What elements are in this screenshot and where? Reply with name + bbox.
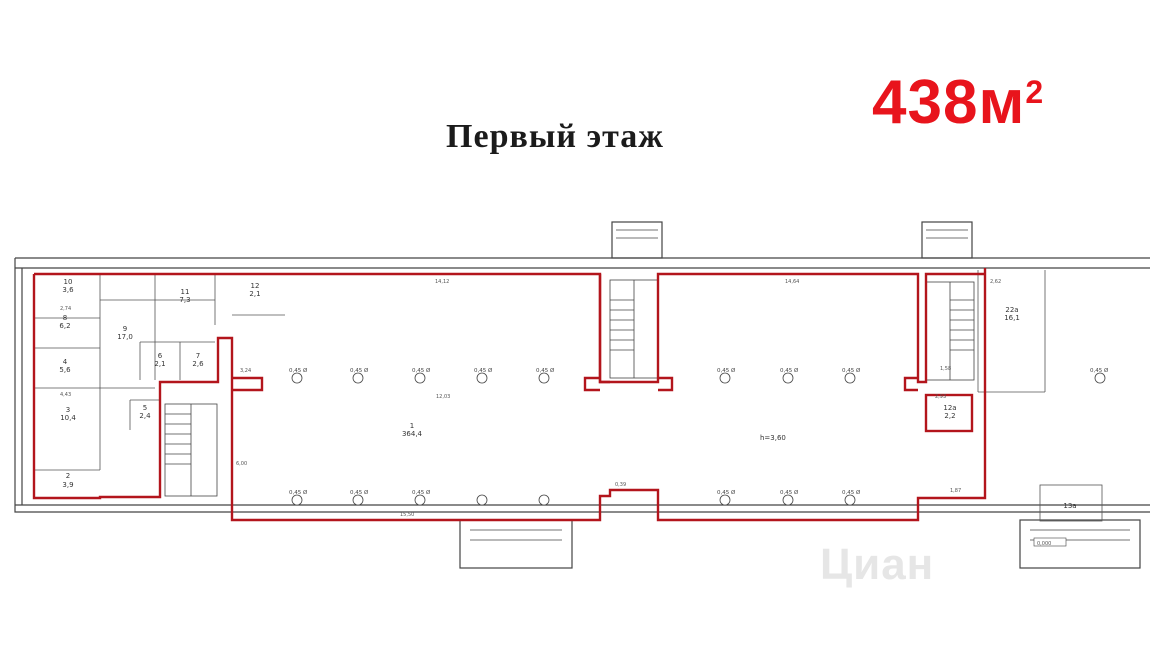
column-marker [844, 494, 856, 506]
room-number: 2 [66, 472, 70, 480]
room-number: 1 [410, 422, 414, 430]
room-area: 2,2 [944, 412, 955, 420]
room-labels: 10 3,6 8 6,2 9 17,0 11 7,3 12 2,1 6 2,1 … [59, 278, 1076, 510]
column-label: 0,45 Ø [1090, 367, 1109, 374]
column-marker [844, 372, 856, 384]
room-number: 6 [158, 352, 163, 360]
leased-area-outline [32, 268, 987, 522]
column-label: 0,45 Ø [474, 367, 493, 374]
column-labels: 0,45 Ø 0,45 Ø 0,45 Ø 0,45 Ø 0,45 Ø 0,45 … [289, 367, 1109, 496]
area-badge: 438м2 [872, 72, 1044, 134]
column-marker [476, 494, 488, 506]
room-number: 7 [196, 352, 200, 360]
dimension: 14,64 [785, 279, 799, 285]
room-number: 5 [143, 404, 147, 412]
room-area: 5,6 [59, 366, 71, 374]
column-label: 0,45 Ø [350, 367, 369, 374]
area-unit: 2 [1025, 74, 1045, 110]
room-number: 9 [123, 325, 127, 333]
dimension: 15,50 [400, 512, 414, 518]
room-area: 3,9 [62, 481, 73, 489]
room-number: 3 [66, 406, 70, 414]
dimension: 2,62 [990, 279, 1001, 285]
room-area: 2,4 [139, 412, 151, 420]
dimension: 2,74 [60, 306, 71, 312]
column-label: 0,45 Ø [780, 489, 799, 496]
room-area: 3,6 [62, 286, 74, 294]
dimension: 14,12 [435, 279, 449, 285]
column-label: 0,45 Ø [289, 367, 308, 374]
column-marker [414, 494, 426, 506]
level-mark: 0,000 [1037, 541, 1051, 547]
column-marker [414, 372, 426, 384]
dimension: 0,39 [615, 482, 626, 488]
room-number: 22а [1005, 306, 1018, 314]
column-marker [1094, 372, 1106, 384]
stair-left [164, 403, 218, 497]
level-mark-box [1033, 537, 1067, 547]
column-marker [291, 494, 303, 506]
dimension: 4,43 [60, 392, 71, 398]
column-label: 0,45 Ø [350, 489, 369, 496]
stair-middle [609, 279, 659, 379]
room-area: 10,4 [60, 414, 76, 422]
room-area: 7,3 [179, 296, 190, 304]
column-marker [782, 494, 794, 506]
column-marker [291, 372, 303, 384]
column-marker [352, 372, 364, 384]
building-outline [14, 221, 1150, 569]
room-area: 364,4 [402, 430, 423, 438]
column-label: 0,45 Ø [842, 489, 861, 496]
column-marker [352, 494, 364, 506]
room-number: 4 [63, 358, 68, 366]
room-number: 12а [943, 404, 956, 412]
column-marker [476, 372, 488, 384]
column-label: 0,45 Ø [536, 367, 555, 374]
column-label: 0,45 Ø [412, 489, 431, 496]
column-label: 0,45 Ø [289, 489, 308, 496]
room-number: 13а [1063, 502, 1076, 510]
column-marker [782, 372, 794, 384]
column-label: 0,45 Ø [780, 367, 799, 374]
column-label: 0,45 Ø [717, 367, 736, 374]
dimension: 2,93 [935, 394, 946, 400]
dimension: 1,58 [940, 366, 951, 372]
room-area: 16,1 [1004, 314, 1020, 322]
dimension-labels: 14,12 14,64 2,62 15,50 12,03 6,00 3,24 2… [60, 279, 1001, 518]
room-area: 6,2 [59, 322, 70, 330]
interior-walls [34, 270, 1103, 522]
plan-title: Первый этаж [446, 118, 664, 155]
watermark: Циан [820, 540, 935, 589]
room-number: 8 [63, 314, 67, 322]
dimension: 6,00 [236, 461, 247, 467]
columns [291, 372, 1106, 506]
room-area: 2,6 [192, 360, 204, 368]
room-area: 2,1 [249, 290, 260, 298]
area-value: 438м [872, 68, 1026, 137]
column-marker [538, 494, 550, 506]
stair-top-steps [470, 229, 1130, 541]
column-marker [538, 372, 550, 384]
ceiling-height: h=3,60 [760, 434, 786, 442]
column-label: 0,45 Ø [842, 367, 861, 374]
column-label: 0,45 Ø [412, 367, 431, 374]
room-area: 17,0 [117, 333, 133, 341]
room-number: 11 [181, 288, 190, 296]
dimension: 12,03 [436, 394, 450, 400]
room-number: 10 [64, 278, 73, 286]
room-area: 2,1 [154, 360, 165, 368]
dimension: 1,87 [950, 488, 961, 494]
column-marker [719, 494, 731, 506]
column-label: 0,45 Ø [717, 489, 736, 496]
dimension: 3,24 [240, 368, 251, 374]
column-marker [719, 372, 731, 384]
room-number: 12 [251, 282, 260, 290]
